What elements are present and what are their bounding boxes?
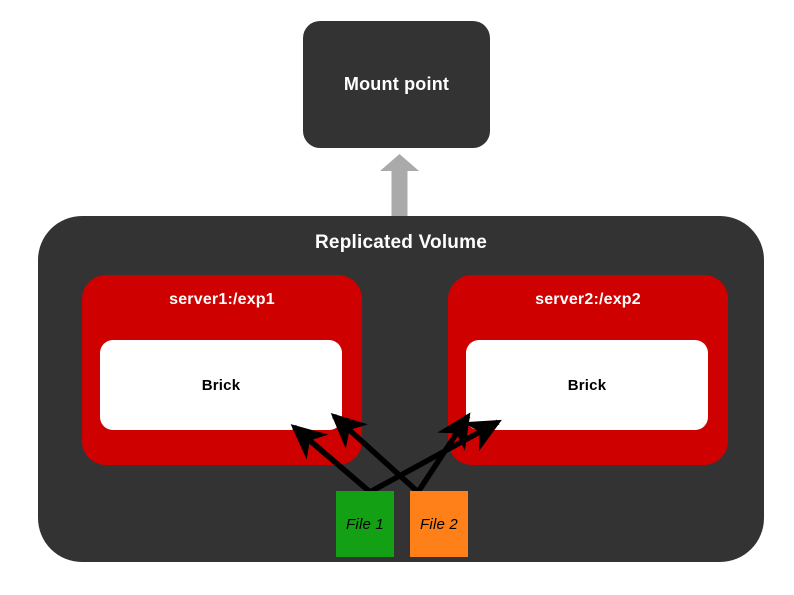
server-label-2: server2:/exp2 bbox=[535, 291, 641, 308]
file-node-2: File 2 bbox=[410, 491, 468, 557]
mount-arrow-icon bbox=[380, 154, 419, 217]
mount-point-node: Mount point bbox=[303, 21, 490, 148]
brick-label-2: Brick bbox=[567, 376, 607, 394]
server-node-1: server1:/exp1 Brick bbox=[82, 275, 362, 465]
file-label-2: File 2 bbox=[420, 515, 458, 533]
brick-node-1: Brick bbox=[100, 340, 342, 430]
mount-point-label: Mount point bbox=[343, 73, 450, 94]
file-node-1: File 1 bbox=[336, 491, 394, 557]
brick-node-2: Brick bbox=[466, 340, 708, 430]
file-label-1: File 1 bbox=[346, 515, 384, 533]
server-label-1: server1:/exp1 bbox=[169, 291, 275, 308]
server-node-2: server2:/exp2 Brick bbox=[448, 275, 728, 465]
replicated-volume-label: Replicated Volume bbox=[315, 232, 487, 253]
brick-label-1: Brick bbox=[201, 376, 241, 394]
